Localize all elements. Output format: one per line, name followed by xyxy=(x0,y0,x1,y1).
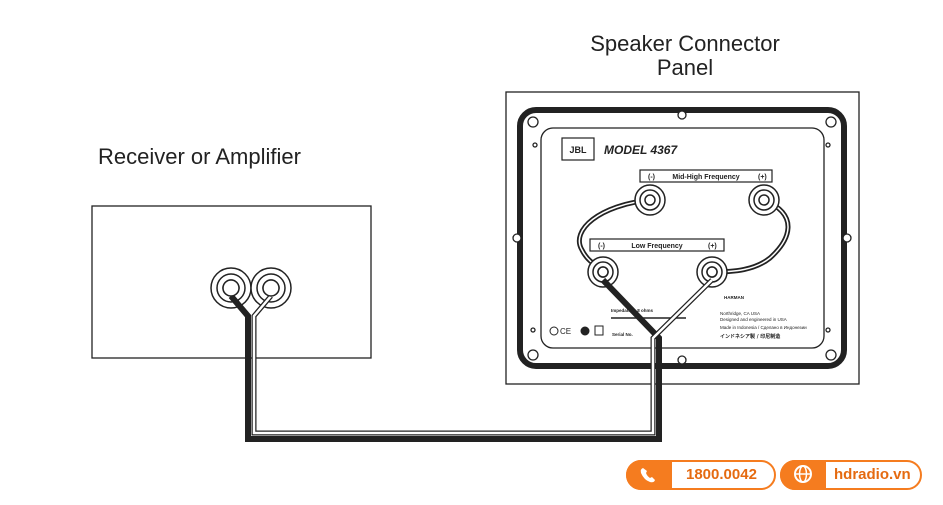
brand-logo xyxy=(561,137,595,161)
website-badge[interactable]: hdradio.vn xyxy=(780,460,922,490)
speaker-panel-title-line2: Panel xyxy=(656,55,714,80)
receiver-title: Receiver or Amplifier xyxy=(98,144,301,169)
serial-text: Serial No. xyxy=(612,332,633,337)
model-text: MODEL 4367 xyxy=(604,143,678,157)
panel-note-3: Made in Indonesia / Сделано в Индонезии xyxy=(720,325,807,330)
panel-note-2: Designed and engineered in USA xyxy=(720,317,787,322)
panel-note-4: インドネシア製 / 印尼制造 xyxy=(720,333,781,340)
low-label-box xyxy=(589,238,725,252)
speaker-cable xyxy=(228,277,714,442)
brand-text: JBL xyxy=(569,145,587,155)
phone-icon xyxy=(626,460,672,490)
phone-number: 1800.0042 xyxy=(686,466,757,483)
harman-logo: HARMAN xyxy=(724,295,744,300)
svg-text:CE: CE xyxy=(560,327,571,336)
speaker-panel-title: Speaker Connector Panel xyxy=(540,32,830,80)
website-url: hdradio.vn xyxy=(834,466,911,483)
panel-note-1: Northridge, CA USA xyxy=(720,311,760,316)
speaker-plate-inner xyxy=(540,127,825,349)
globe-icon xyxy=(780,460,826,490)
cert-icons: CE xyxy=(549,325,604,336)
mid-high-label: Mid-High Frequency xyxy=(672,174,739,181)
speaker-panel-title-line1: Speaker Connector xyxy=(590,31,780,56)
low-neg: (-) xyxy=(598,243,605,250)
low-label: Low Frequency xyxy=(631,243,682,250)
mid-high-label-box xyxy=(639,169,773,183)
mid-high-pos: (+) xyxy=(758,174,767,181)
screws xyxy=(512,110,852,365)
mid-high-neg: (-) xyxy=(648,174,655,181)
phone-badge[interactable]: 1800.0042 xyxy=(626,460,776,490)
low-pos: (+) xyxy=(708,243,717,250)
